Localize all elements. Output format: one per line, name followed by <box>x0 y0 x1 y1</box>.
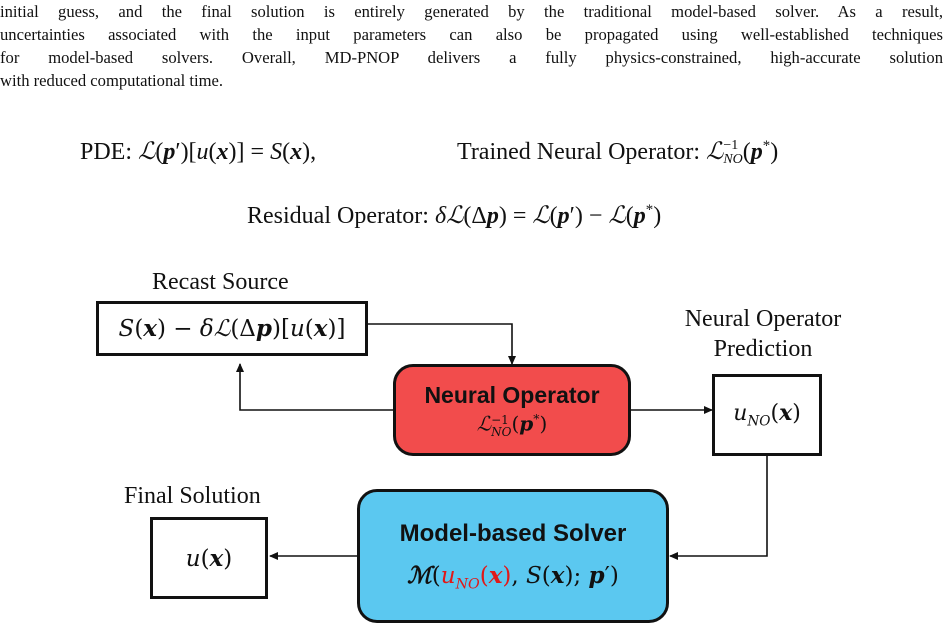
paragraph-line: initial guess, and the final solution is… <box>0 2 943 21</box>
recast-source-box: S(x) − δℒ(Δp)[u(x)] <box>96 301 368 356</box>
trained-label: Trained Neural Operator: <box>457 139 701 165</box>
paragraph-line: uncertainties associated with the input … <box>0 25 943 44</box>
recast-source-label: Recast Source <box>152 269 289 295</box>
final-solution-formula: u(x) <box>185 544 233 572</box>
paragraph-line: for model-based solvers. Overall, MD-PNO… <box>0 48 943 67</box>
model-solver-box: Model-based Solver ℳ(uNO(x), S(x); p′) <box>357 489 669 623</box>
pde-label: PDE: <box>80 139 133 165</box>
body-paragraph: initial guess, and the final solution is… <box>0 0 943 92</box>
arrow-operator-to-recast <box>236 363 393 411</box>
model-solver-formula: ℳ(uNO(x), S(x); p′) <box>407 561 619 593</box>
final-solution-label: Final Solution <box>124 483 261 509</box>
paragraph-line: with reduced computational time. <box>0 71 224 90</box>
pde-equation: PDE: ℒ(p′)[u(x)] = S(x), <box>80 137 316 166</box>
prediction-box: uNO(x) <box>712 374 822 456</box>
prediction-label-line2: Prediction <box>713 336 813 362</box>
prediction-formula: uNO(x) <box>733 400 801 430</box>
model-solver-title: Model-based Solver <box>399 519 627 547</box>
arrow-recast-to-operator <box>368 323 516 365</box>
residual-label: Residual Operator: <box>247 203 429 229</box>
recast-source-formula: S(x) − δℒ(Δp)[u(x)] <box>118 315 346 342</box>
pde-formula: ℒ(p′)[u(x)] = S(x), <box>138 137 317 165</box>
neural-operator-title: Neural Operator <box>424 382 600 409</box>
final-solution-box: u(x) <box>150 517 268 599</box>
residual-equation: Residual Operator: δℒ(Δp) = ℒ(p′) − ℒ(p*… <box>247 201 661 230</box>
residual-formula: δℒ(Δp) = ℒ(p′) − ℒ(p*) <box>434 201 662 229</box>
arrow-prediction-to-solver <box>669 455 768 560</box>
prediction-label: Neural Operator Prediction <box>678 304 848 364</box>
prediction-label-line1: Neural Operator <box>684 306 842 332</box>
